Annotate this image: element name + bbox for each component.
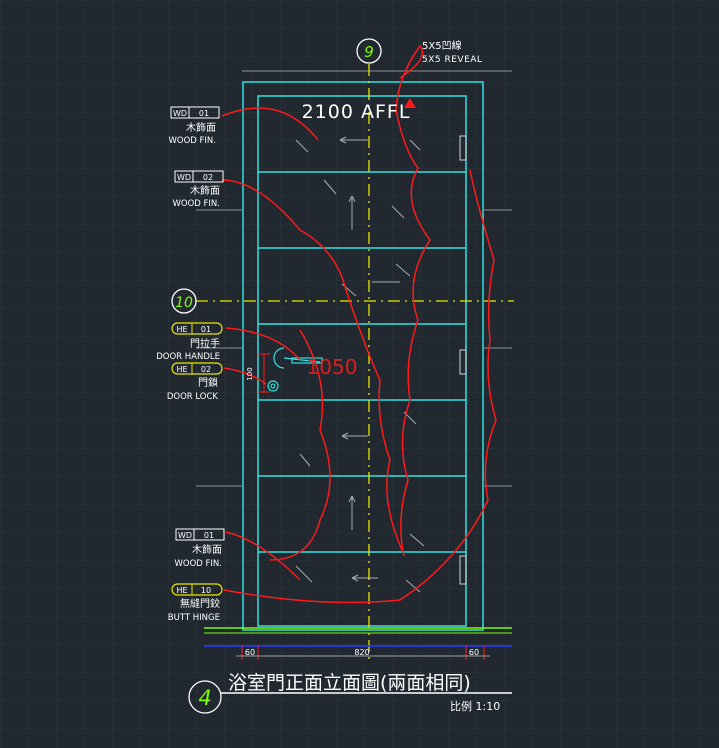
handle-dim-label: 100	[246, 367, 254, 380]
callout-he02: HE 02 門鎖 DOOR LOCK	[167, 362, 223, 402]
callout-he01: HE 01 門拉手 DOOR HANDLE	[156, 322, 223, 362]
wood-grain-arrows	[295, 136, 425, 593]
scale-text: 比例 1:10	[450, 699, 500, 713]
callout-cn: 木飾面	[190, 184, 220, 197]
axis-label-10: 10	[175, 295, 193, 311]
handle-dimension	[258, 353, 270, 393]
door-height-label: 2100 AFFL	[302, 101, 411, 123]
dim-middle: 820	[354, 648, 369, 657]
title-block: 4 浴室門正面立面圖(兩面相同) 比例 1:10	[188, 672, 512, 714]
tag-right: 01	[201, 325, 211, 334]
callout-cn: 門鎖	[198, 376, 218, 389]
callout-en: DOOR LOCK	[167, 392, 219, 402]
reveal-arrowhead	[404, 98, 416, 108]
callout-en: WOOD FIN.	[169, 136, 217, 146]
tag-left: HE	[176, 586, 187, 595]
callout-en: WOOD FIN.	[173, 199, 221, 209]
axis-bubble-10	[171, 288, 197, 314]
dim-left: 60	[245, 648, 255, 657]
title-number-bubble	[188, 680, 222, 714]
tag-left: WD	[173, 109, 187, 118]
frame-lines	[196, 70, 512, 487]
dim-right: 60	[469, 648, 479, 657]
reveal-note-cn: 5X5凹線	[422, 39, 462, 52]
callout-cn: 門拉手	[190, 337, 220, 350]
redline-markup	[221, 44, 497, 604]
tag-left: HE	[176, 325, 187, 334]
tag-right: 02	[201, 365, 211, 374]
title-text: 浴室門正面立面圖(兩面相同)	[228, 672, 471, 694]
door-handle-symbol	[267, 347, 323, 392]
dimension-lines	[236, 646, 490, 660]
grid-axis-lines	[196, 64, 514, 660]
door-frame	[242, 81, 484, 631]
callout-en: DOOR HANDLE	[156, 352, 220, 362]
callout-en: BUTT HINGE	[168, 613, 220, 623]
floor-lines	[204, 627, 512, 647]
title-number: 4	[198, 686, 211, 710]
reveal-note-en: 5X5 REVEAL	[422, 55, 482, 65]
callout-cn: 木飾面	[186, 121, 216, 134]
tag-left: WD	[177, 173, 191, 182]
tag-right: 02	[203, 173, 213, 182]
axis-bubble-9	[356, 38, 382, 64]
hinge-icons	[459, 135, 467, 585]
tag-left: WD	[178, 531, 192, 540]
tag-right: 01	[199, 109, 209, 118]
callout-cn: 木飾面	[192, 543, 222, 556]
axis-label-9: 9	[364, 43, 374, 61]
handle-height-label: 1050	[307, 355, 358, 379]
callout-wd02: WD 02 木飾面 WOOD FIN.	[173, 170, 224, 209]
tag-right: 01	[204, 531, 214, 540]
tag-left: HE	[176, 365, 187, 374]
callout-wd01-bottom: WD 01 木飾面 WOOD FIN.	[175, 528, 225, 569]
callout-wd01-top: WD 01 木飾面 WOOD FIN.	[169, 106, 220, 146]
tag-right: 10	[201, 586, 211, 595]
callout-he10: HE 10 無縫門鉸 BUTT HINGE	[168, 583, 223, 623]
callout-en: WOOD FIN.	[175, 559, 223, 569]
door-elevation	[242, 81, 484, 631]
callout-cn: 無縫門鉸	[180, 597, 220, 610]
